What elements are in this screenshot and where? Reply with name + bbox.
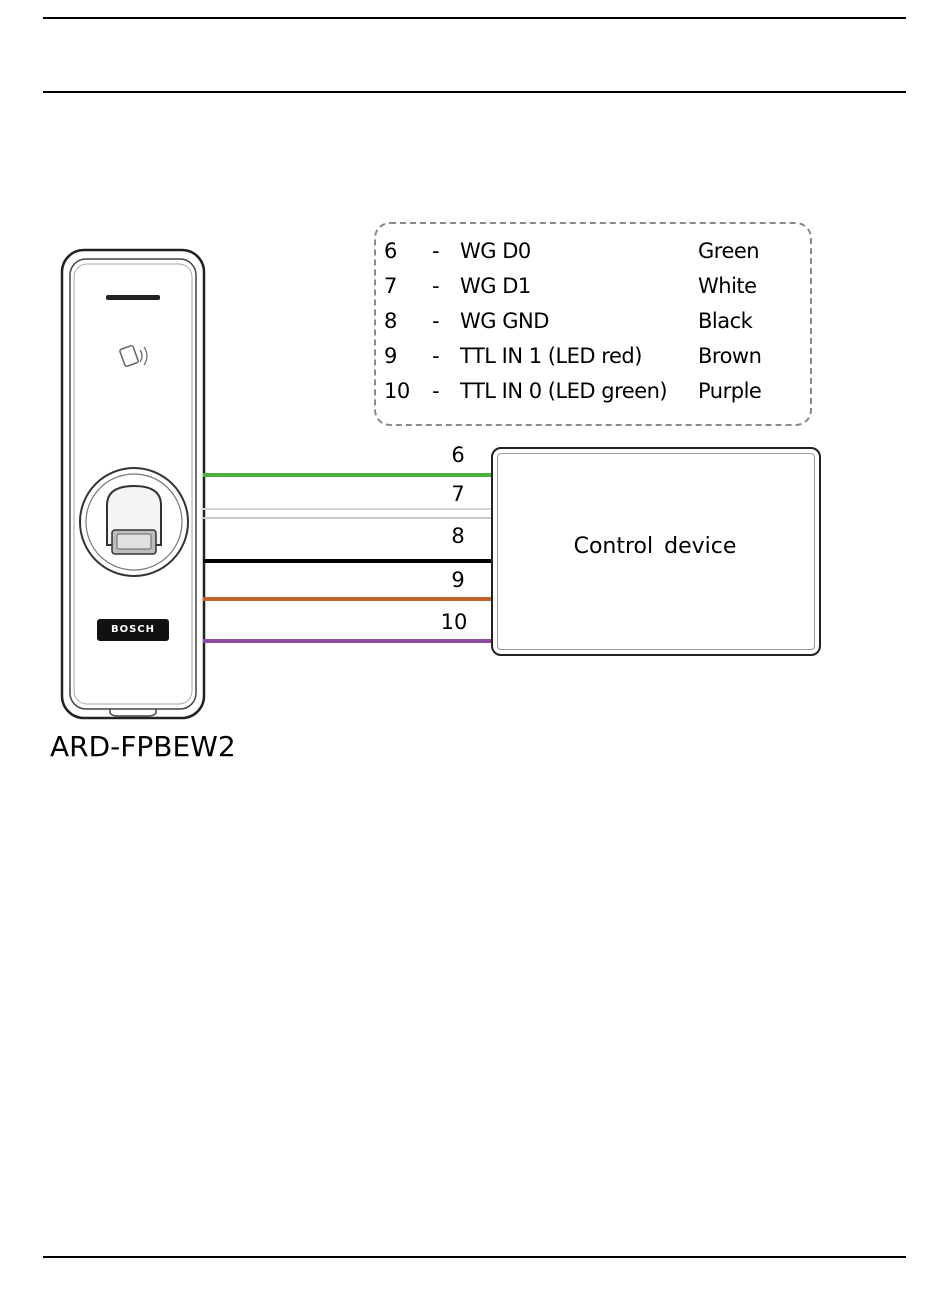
control-device-label: Control device bbox=[540, 534, 770, 559]
legend-pin: 9 bbox=[384, 341, 397, 371]
wire-number: 7 bbox=[428, 482, 488, 506]
legend-pin: 10 bbox=[384, 376, 410, 406]
legend-row: 8 - WG GND Black bbox=[384, 306, 814, 336]
legend-color: Black bbox=[698, 306, 752, 336]
legend-color: Purple bbox=[698, 376, 761, 406]
reader-device bbox=[62, 250, 204, 718]
legend-row: 6 - WG D0 Green bbox=[384, 236, 814, 266]
legend-row: 7 - WG D1 White bbox=[384, 271, 814, 301]
legend-dash: - bbox=[432, 341, 439, 371]
legend-color: Green bbox=[698, 236, 759, 266]
wire-number: 10 bbox=[424, 610, 484, 634]
legend-dash: - bbox=[432, 376, 439, 406]
legend-signal: TTL IN 0 (LED green) bbox=[460, 376, 667, 406]
legend-dash: - bbox=[432, 306, 439, 336]
reader-model-label: ARD-FPBEW2 bbox=[50, 730, 236, 763]
legend-pin: 7 bbox=[384, 271, 397, 301]
legend-pin: 8 bbox=[384, 306, 397, 336]
wire-number: 9 bbox=[428, 568, 488, 592]
legend-row: 9 - TTL IN 1 (LED red) Brown bbox=[384, 341, 814, 371]
wire-number: 6 bbox=[428, 443, 488, 467]
brand-label: BOSCH bbox=[99, 621, 167, 639]
legend-signal: TTL IN 1 (LED red) bbox=[460, 341, 642, 371]
legend-color: White bbox=[698, 271, 757, 301]
legend-signal: WG D1 bbox=[460, 271, 531, 301]
legend-signal: WG D0 bbox=[460, 236, 531, 266]
legend-dash: - bbox=[432, 236, 439, 266]
legend-dash: - bbox=[432, 271, 439, 301]
legend-row: 10 - TTL IN 0 (LED green) Purple bbox=[384, 376, 814, 406]
legend-signal: WG GND bbox=[460, 306, 549, 336]
indicator-led bbox=[106, 295, 160, 300]
legend-color: Brown bbox=[698, 341, 761, 371]
fingerprint-sensor bbox=[80, 468, 188, 576]
legend-pin: 6 bbox=[384, 236, 397, 266]
wire-number: 8 bbox=[428, 524, 488, 548]
